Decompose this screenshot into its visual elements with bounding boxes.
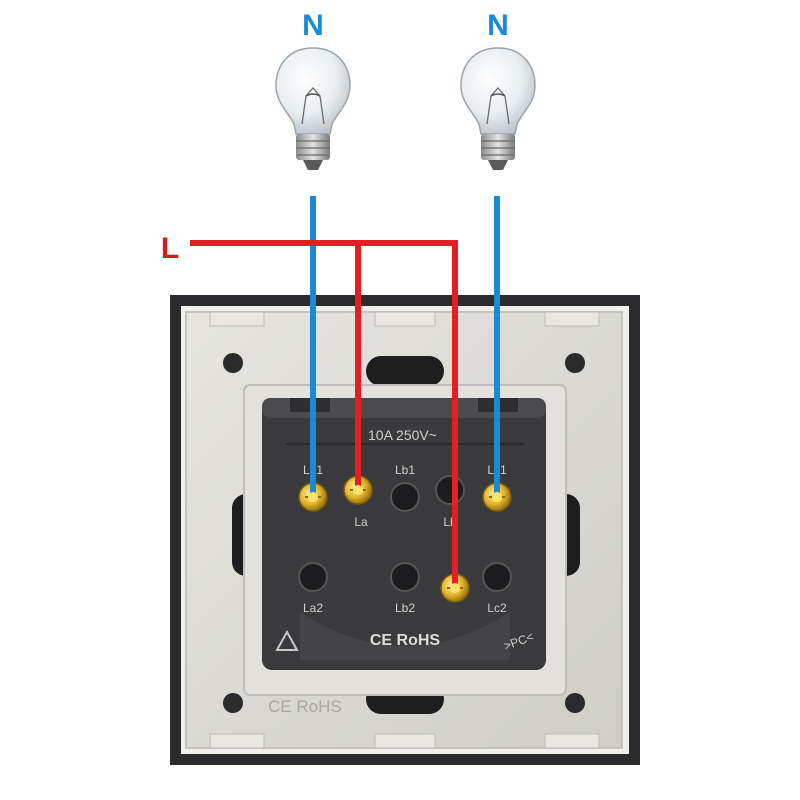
terminal-label-la2: La2	[303, 601, 323, 615]
terminal-label-la: La	[354, 515, 368, 529]
lightbulb-icon	[460, 47, 536, 170]
terminal-hole-la2	[298, 562, 328, 592]
terminal-hole-lb1-mid	[390, 482, 420, 512]
lamp-left-label: N	[302, 9, 324, 42]
lamp-right-label: N	[487, 9, 509, 42]
neutral-wires	[310, 196, 500, 497]
live-label: L	[161, 232, 179, 265]
terminal-label-lc2: Lc2	[487, 601, 507, 615]
module-cert-label: CE RoHS	[370, 632, 441, 649]
terminal-hole-lb2	[390, 562, 420, 592]
live-wire-main	[190, 240, 458, 588]
module-rating: 10A 250V~	[368, 427, 437, 443]
terminal-label-lb1-mid: Lb1	[395, 463, 415, 477]
recycle-icon	[275, 629, 299, 651]
lightbulb-icon	[275, 47, 351, 170]
switch-module	[262, 398, 546, 670]
lamp-right: N	[460, 9, 536, 170]
terminal-label-lb2: Lb2	[395, 601, 415, 615]
plate-cert-label: CE RoHS	[268, 697, 342, 716]
terminal-hole-lb	[435, 475, 465, 505]
lamp-left: N	[275, 9, 351, 170]
terminal-hole-lc2	[482, 562, 512, 592]
live-wires	[190, 240, 458, 588]
